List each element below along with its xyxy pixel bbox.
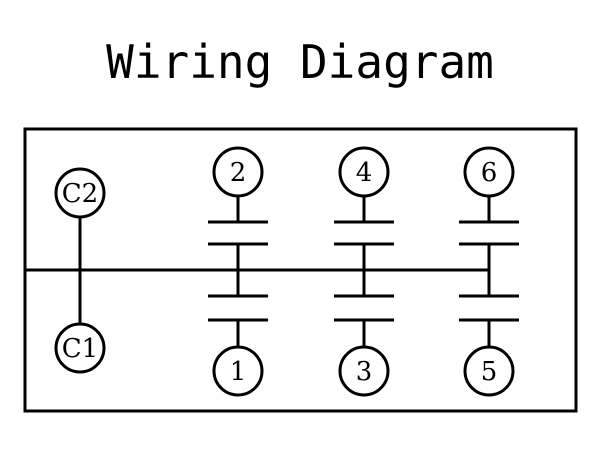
terminal-5: 5 [463, 345, 515, 397]
terminal-4-label: 4 [356, 158, 373, 188]
contact-pair-1-2 [208, 196, 268, 347]
terminal-c1-circle [54, 322, 106, 374]
diagram-title: Wiring Diagram [106, 35, 494, 89]
terminal-c1: C1 [54, 322, 106, 374]
terminal-c1-label: C1 [62, 334, 98, 364]
terminal-c2-label: C2 [62, 179, 98, 209]
terminal-2-circle [212, 146, 264, 198]
terminal-1-label: 1 [230, 357, 247, 387]
terminal-c2: C2 [54, 167, 106, 219]
terminal-5-circle [463, 345, 515, 397]
terminal-4-circle [338, 146, 390, 198]
terminal-c2-circle [54, 167, 106, 219]
terminal-5-label: 5 [481, 357, 498, 387]
terminal-3-circle [338, 345, 390, 397]
contact-pair-5-6 [459, 196, 519, 347]
terminal-6-label: 6 [481, 158, 498, 188]
terminal-2-label: 2 [230, 158, 247, 188]
contact-pair-3-4 [334, 196, 394, 347]
terminal-6: 6 [463, 146, 515, 198]
terminal-1: 1 [212, 345, 264, 397]
terminal-2: 2 [212, 146, 264, 198]
terminal-1-circle [212, 345, 264, 397]
terminal-3: 3 [338, 345, 390, 397]
terminal-6-circle [463, 146, 515, 198]
terminal-3-label: 3 [356, 357, 373, 387]
terminal-4: 4 [338, 146, 390, 198]
